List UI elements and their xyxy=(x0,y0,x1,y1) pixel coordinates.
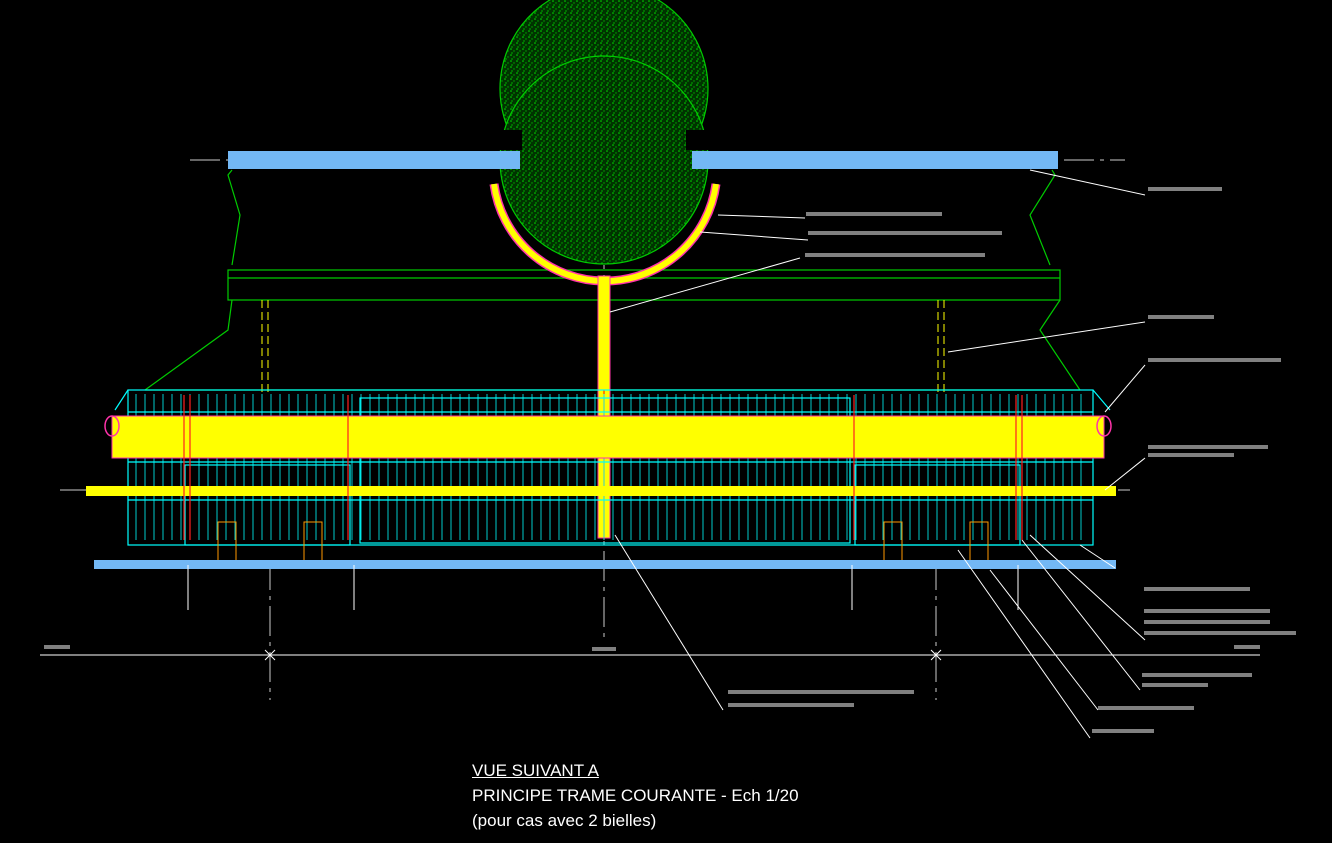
secondary-pipe xyxy=(86,486,1116,496)
leader-lines xyxy=(609,169,1146,739)
title-block: VUE SUIVANT A PRINCIPE TRAME COURANTE - … xyxy=(472,758,799,833)
view-title: VUE SUIVANT A xyxy=(472,761,599,780)
redacted-labels xyxy=(44,187,1296,733)
drawing-subtitle: PRINCIPE TRAME COURANTE - Ech 1/20 xyxy=(472,786,799,805)
dimension-lines xyxy=(40,565,1260,661)
round-member xyxy=(498,0,710,265)
drawing-note: (pour cas avec 2 bielles) xyxy=(472,811,657,830)
main-tube xyxy=(104,415,1112,459)
top-beams xyxy=(228,151,1058,169)
bottom-beam xyxy=(94,560,1116,569)
grating-frame xyxy=(114,389,1111,546)
side-posts xyxy=(261,300,945,395)
tension-rods xyxy=(183,395,1023,540)
